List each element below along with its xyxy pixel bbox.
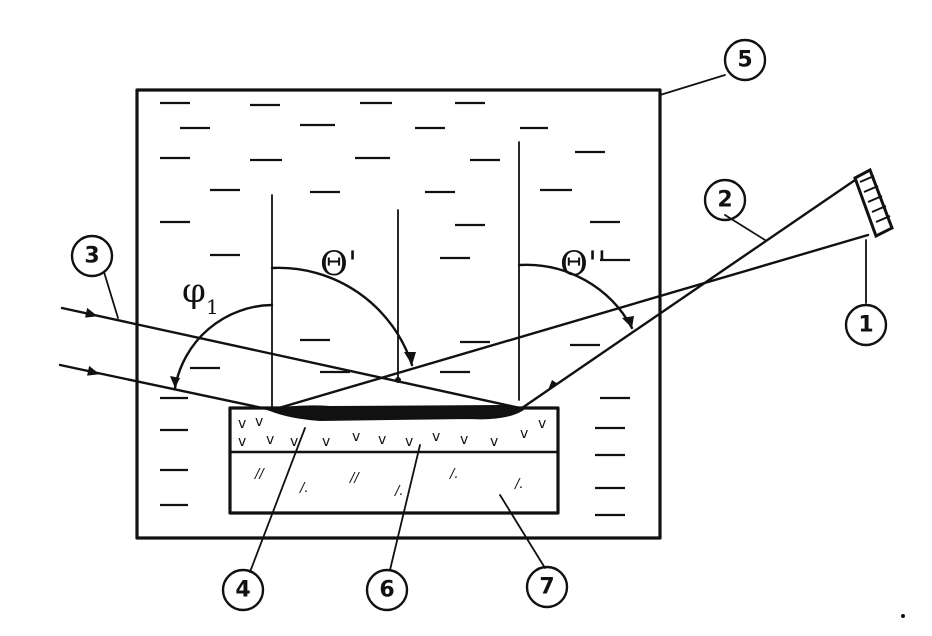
svg-text:6: 6	[379, 578, 394, 603]
arrow-phi	[170, 376, 180, 388]
svg-text:v: v	[538, 416, 546, 432]
label-theta2: Θ''	[560, 244, 607, 284]
svg-text:v: v	[405, 434, 413, 450]
reflected-beam-left	[270, 233, 870, 412]
reflected-beam-right	[520, 176, 860, 410]
arrow-theta1	[404, 352, 416, 365]
svg-text:v: v	[266, 432, 274, 448]
source-element	[853, 167, 894, 239]
callout-5: 5	[723, 38, 767, 82]
svg-text:2: 2	[717, 188, 732, 213]
callout-4: 4	[221, 568, 265, 612]
layer-7-texture: // /. // /. /. /.	[254, 467, 524, 499]
svg-text://: //	[254, 467, 265, 482]
svg-text:v: v	[432, 429, 440, 445]
svg-text:1: 1	[858, 313, 873, 338]
svg-text:v: v	[238, 416, 246, 432]
crossing-point	[395, 377, 401, 383]
layer-6-texture: v v v v v v v v v v v v v v	[238, 414, 546, 450]
svg-text:3: 3	[84, 244, 99, 269]
svg-text:v: v	[290, 434, 298, 450]
arrow-theta2	[622, 316, 634, 328]
leader-5	[659, 74, 726, 96]
callout-6: 6	[365, 568, 409, 612]
svg-text:v: v	[520, 426, 528, 442]
svg-text:v: v	[352, 429, 360, 445]
arrow-lower	[87, 365, 100, 376]
callout-3: 3	[70, 234, 114, 278]
incident-beam-upper	[60, 306, 522, 410]
svg-text:v: v	[460, 432, 468, 448]
svg-text:v: v	[238, 434, 246, 450]
svg-text:5: 5	[737, 48, 752, 73]
svg-text://: //	[349, 471, 360, 486]
svg-text:/.: /.	[514, 477, 524, 492]
leader-4	[249, 427, 306, 573]
callout-2: 2	[703, 178, 747, 222]
label-phi-sub: 1	[206, 295, 219, 319]
label-phi: φ	[182, 271, 206, 311]
leader-3	[103, 271, 119, 319]
arrow-right-beam	[548, 380, 558, 390]
arrow-upper	[85, 307, 98, 318]
svg-text:v: v	[378, 432, 386, 448]
leader-6	[389, 444, 421, 571]
svg-text:7: 7	[539, 575, 554, 600]
leader-7	[499, 494, 546, 569]
liquid-hatching	[160, 101, 630, 517]
stray-dot	[901, 614, 905, 618]
angle-arc-theta2	[517, 263, 634, 330]
thin-film-sample	[266, 404, 525, 422]
angle-arc-theta1	[270, 266, 414, 367]
angle-arc-phi	[173, 303, 274, 390]
label-theta1: Θ'	[320, 244, 357, 284]
svg-text:/.: /.	[449, 467, 459, 482]
callout-7: 7	[525, 565, 569, 609]
svg-text:/.: /.	[299, 481, 309, 496]
svg-text:/.: /.	[394, 484, 404, 499]
svg-text:v: v	[490, 434, 498, 450]
svg-text:v: v	[322, 434, 330, 450]
callout-1: 1	[844, 303, 888, 347]
svg-text:v: v	[255, 414, 263, 430]
svg-text:4: 4	[235, 578, 250, 603]
